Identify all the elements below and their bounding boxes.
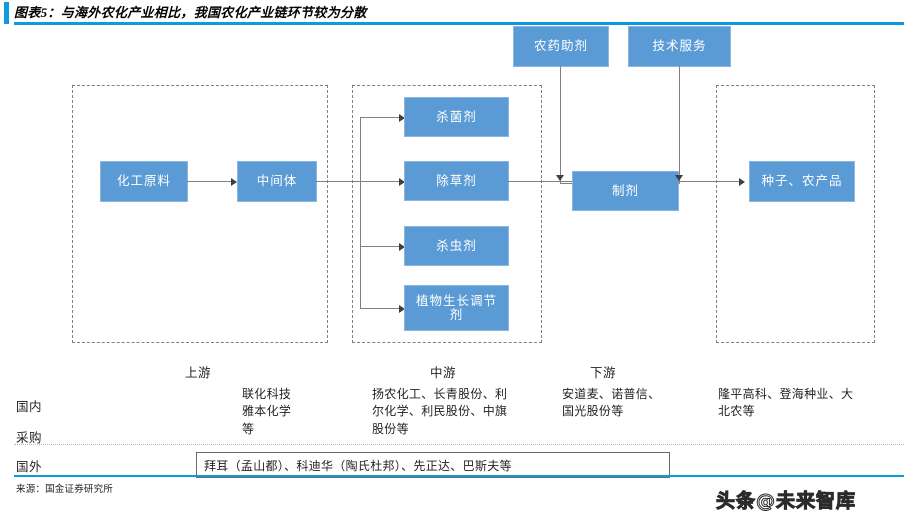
node-label: 制剂 bbox=[611, 183, 639, 198]
arrowhead-service-into-formulation bbox=[675, 175, 683, 181]
connector-intermediate-out bbox=[316, 181, 360, 183]
upstream-region bbox=[72, 85, 328, 343]
title-bar: 图表5：与海外农化产业相比，我国农化产业链环节较为分散 bbox=[14, 2, 904, 24]
connector-branch-to-insecticide bbox=[360, 246, 400, 248]
connector-raw-to-intermediate bbox=[187, 181, 232, 183]
node-label: 技术服务 bbox=[652, 39, 707, 54]
node-label: 中间体 bbox=[256, 174, 298, 189]
connector-branch-to-regulator bbox=[360, 308, 400, 310]
arrowhead-to-formulation bbox=[556, 175, 564, 181]
downstream-region bbox=[716, 85, 875, 343]
node-seed-agricultural-product[interactable]: 种子、农产品 bbox=[750, 162, 854, 201]
arrowhead-to-regulator bbox=[399, 304, 405, 313]
page-title: 图表5：与海外农化产业相比，我国农化产业链环节较为分散 bbox=[14, 5, 367, 20]
node-label: 植物生长调节剂 bbox=[415, 293, 497, 322]
value-chain-diagram: 农药助剂 技术服务 化工原料 中间体 bbox=[0, 22, 915, 362]
node-technical-service[interactable]: 技术服务 bbox=[629, 27, 730, 66]
connector-formulation-to-downstream bbox=[678, 181, 741, 183]
row-divider bbox=[14, 444, 904, 445]
node-chemical-raw-material[interactable]: 化工原料 bbox=[101, 162, 187, 201]
tier-header-upstream: 上游 bbox=[185, 366, 212, 380]
node-label: 农药助剂 bbox=[533, 39, 588, 54]
tier-header-midstream: 中游 bbox=[430, 366, 457, 380]
cell-domestic-midstream: 扬农化工、长青股份、利 尔化学、利民股份、中旗 股份等 bbox=[372, 387, 508, 436]
watermark: 头条@未来智库 bbox=[715, 490, 857, 513]
arrowhead-to-seed-product bbox=[739, 177, 745, 186]
cell-domestic-upstream: 联化科技 雅本化学 等 bbox=[242, 387, 292, 436]
tier-header-downstream: 下游 bbox=[590, 366, 617, 380]
arrowhead-to-herbicide bbox=[399, 177, 405, 186]
node-pesticide-adjuvant[interactable]: 农药助剂 bbox=[514, 27, 608, 66]
node-herbicide[interactable]: 除草剂 bbox=[405, 162, 508, 200]
node-insecticide[interactable]: 杀虫剂 bbox=[405, 227, 508, 265]
cell-overseas-text: 拜耳（孟山都）、科迪华（陶氏杜邦）、先正达、巴斯夫等 bbox=[204, 458, 512, 473]
node-label: 化工原料 bbox=[116, 174, 171, 189]
node-label: 杀菌剂 bbox=[436, 109, 477, 124]
cell-overseas-box: 拜耳（孟山都）、科迪华（陶氏杜邦）、先正达、巴斯夫等 bbox=[196, 452, 670, 478]
connector-branch-trunk-lower bbox=[360, 246, 362, 308]
connector-herbicide-to-formulation bbox=[508, 181, 573, 183]
node-formulation[interactable]: 制剂 bbox=[573, 172, 678, 210]
node-fungicide[interactable]: 杀菌剂 bbox=[405, 98, 508, 136]
connector-branch-to-fungicide bbox=[360, 117, 400, 119]
source-note: 来源：国金证券研究所 bbox=[16, 485, 114, 495]
node-plant-growth-regulator[interactable]: 植物生长调节剂 bbox=[405, 286, 508, 330]
row-label-overseas: 国外 bbox=[16, 460, 43, 474]
arrowhead-to-insecticide bbox=[399, 242, 405, 251]
row-label-domestic-line2: 采购 bbox=[16, 431, 43, 445]
title-left-rail bbox=[4, 2, 9, 24]
midstream-region bbox=[352, 85, 542, 343]
connector-branch-to-herbicide bbox=[360, 181, 400, 183]
cell-domestic-end: 隆平高科、登海种业、大 北农等 bbox=[718, 387, 854, 419]
arrowhead-to-fungicide bbox=[399, 113, 405, 122]
node-intermediate[interactable]: 中间体 bbox=[238, 162, 316, 201]
connector-service-vertical bbox=[679, 66, 681, 184]
connector-branch-trunk bbox=[360, 117, 362, 277]
row-label-domestic-line1: 国内 bbox=[16, 400, 43, 414]
title-underline-rule bbox=[14, 22, 904, 25]
bottom-rule bbox=[14, 475, 904, 478]
node-label: 杀虫剂 bbox=[436, 238, 477, 253]
node-label: 除草剂 bbox=[436, 173, 477, 188]
arrowhead-to-intermediate bbox=[231, 177, 237, 186]
node-label: 种子、农产品 bbox=[761, 174, 843, 189]
connector-adjuvant-vertical bbox=[560, 66, 562, 184]
cell-domestic-downstream: 安道麦、诺普信、 国光股份等 bbox=[562, 387, 661, 419]
